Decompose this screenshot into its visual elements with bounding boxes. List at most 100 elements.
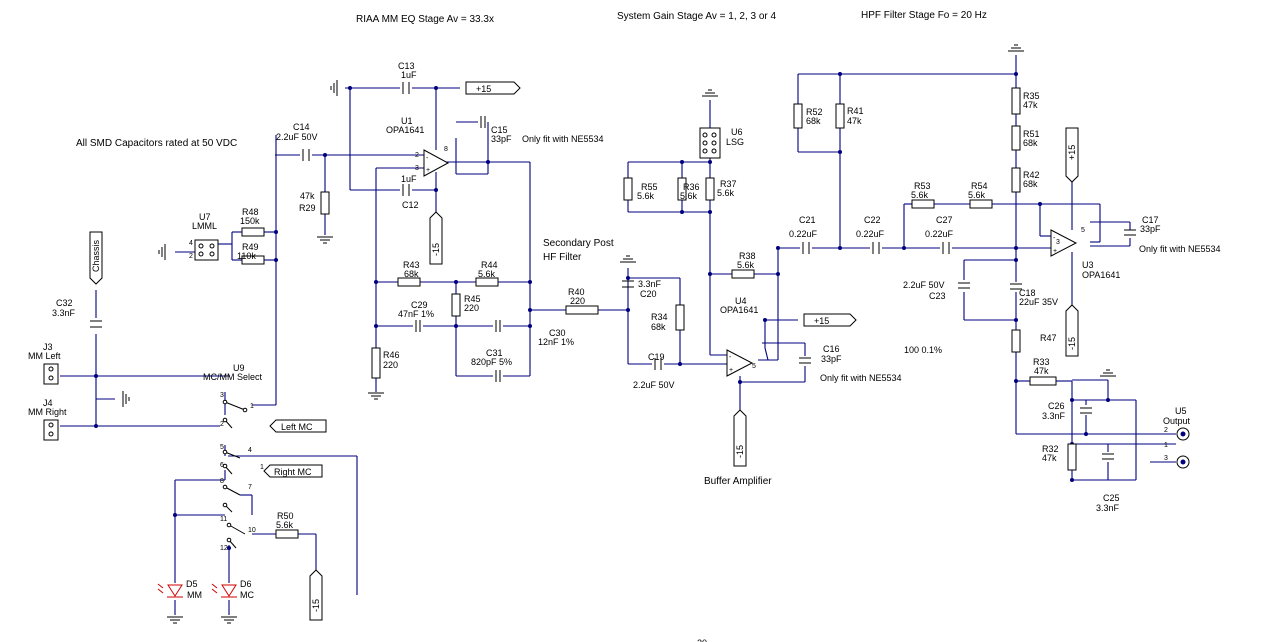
- component-ref: R48: [242, 207, 259, 217]
- component-ref: U9: [233, 363, 245, 373]
- capacitor-c20: 3.3nF C20: [622, 279, 662, 299]
- power-flag-minus15-r50: -15: [309, 569, 323, 621]
- input-select-wiring: [60, 231, 358, 615]
- pin-label: 3: [415, 165, 419, 172]
- component-value: 47k: [1023, 100, 1038, 110]
- capacitor-c29: C29 47nF 1%: [398, 300, 434, 332]
- component-ref: U1: [401, 116, 413, 126]
- junction-dots: [94, 72, 1110, 550]
- component-value: OPA1641: [386, 125, 424, 135]
- component-ref: C29: [411, 300, 428, 310]
- component-ref: C12: [402, 200, 419, 210]
- component-value: MM Right: [28, 407, 67, 417]
- resistor-r29: 47k R29: [299, 191, 330, 215]
- power-flag-plus15-u3: +15: [1065, 127, 1079, 183]
- resistor-r41: R41 47k: [835, 103, 864, 129]
- component-ref: C30: [549, 328, 566, 338]
- component-ref: C22: [864, 215, 881, 225]
- resistor-r38: R38 5.6k: [731, 251, 756, 279]
- component-value: 68k: [1023, 138, 1038, 148]
- chassis-label: Chassis: [91, 239, 101, 272]
- component-ref: R53: [914, 181, 931, 191]
- component-ref: U7: [199, 212, 211, 222]
- resistor-r46: R46 220: [371, 347, 400, 379]
- component-value: LMML: [192, 221, 217, 231]
- post-filter-label-line2: HF Filter: [543, 252, 582, 263]
- component-value: 1uF: [401, 70, 417, 80]
- capacitor-c14: C14 2.2uF 50V: [276, 122, 318, 161]
- resistor-r33: R33 47k: [1029, 357, 1057, 386]
- component-value: Output: [1163, 416, 1191, 426]
- component-ref: C21: [799, 215, 816, 225]
- opamp-u1: - + 8 2 3 U1 OPA1641: [386, 116, 450, 177]
- resistor-r34: R34 68k: [651, 304, 685, 332]
- component-ref: R36: [683, 182, 700, 192]
- pin-label: 11: [220, 516, 227, 523]
- component-value: 12nF 1%: [538, 337, 574, 347]
- resistor-r55: R55 5.6k: [623, 177, 658, 201]
- pin-label: 2: [415, 152, 419, 159]
- component-value: 68k: [806, 116, 821, 126]
- resistor-r49: R49 110k: [237, 242, 265, 265]
- component-value: OPA1641: [720, 305, 758, 315]
- capacitor-c22: C22 0.22uF: [856, 215, 885, 254]
- component-value: 68k: [651, 322, 666, 332]
- component-ref: R45: [464, 294, 481, 304]
- component-value: 220: [464, 303, 479, 313]
- component-value: 1uF: [401, 174, 417, 184]
- component-ref: C23: [929, 291, 946, 301]
- riaa-stage-wiring: [275, 87, 727, 405]
- power-label: +15: [1067, 145, 1077, 160]
- page-number: 20: [697, 638, 707, 642]
- component-value: 820pF 5%: [471, 357, 512, 367]
- buffer-amplifier-label: Buffer Amplifier: [704, 476, 772, 487]
- component-ref: U3: [1082, 260, 1094, 270]
- capacitor-c16: C16 33pF: [799, 344, 842, 364]
- component-value: 5.6k: [911, 190, 929, 200]
- component-value: 5.6k: [968, 190, 986, 200]
- resistor-r51: R51 68k: [1011, 125, 1040, 151]
- component-value: 47k: [1042, 453, 1057, 463]
- svg-text:+: +: [729, 367, 733, 374]
- component-ref: R44: [481, 260, 498, 270]
- component-ref: R33: [1033, 357, 1050, 367]
- component-value: 220: [570, 296, 585, 306]
- capacitor-c21: C21 0.22uF: [789, 215, 818, 254]
- component-value: 5.6k: [717, 188, 735, 198]
- component-ref: U5: [1175, 406, 1187, 416]
- pin-label: 4: [248, 447, 252, 454]
- component-value: 47k: [300, 191, 315, 201]
- power-label: -15: [311, 599, 321, 612]
- power-label: +15: [476, 84, 491, 94]
- pin-label: 2: [1164, 427, 1168, 434]
- opamp-u4: - + 5 U4 OPA1641: [720, 296, 758, 377]
- capacitor-c12: 1uF C12: [401, 174, 419, 210]
- pin-label: 7: [248, 484, 252, 491]
- svg-text:+: +: [1053, 248, 1057, 255]
- component-value: 33pF: [491, 134, 512, 144]
- component-value: 68k: [1023, 179, 1038, 189]
- capacitor-c23: 2.2uF 50V C23: [903, 280, 970, 301]
- component-ref: C13: [398, 61, 415, 71]
- smd-capacitor-note: All SMD Capacitors rated at 50 VDC: [76, 138, 237, 149]
- component-value: MC: [240, 590, 254, 600]
- component-value: 2.2uF 50V: [633, 380, 675, 390]
- component-ref: C15: [491, 125, 508, 135]
- power-flag-minus15-u4: -15: [733, 409, 747, 467]
- resistor-r48: R48 150k: [240, 207, 265, 237]
- pin-label: 4: [189, 240, 193, 247]
- component-value: 2.2uF 50V: [903, 280, 945, 290]
- component-value: 22uF 35V: [1019, 297, 1058, 307]
- component-value: 150k: [240, 216, 260, 226]
- resistor-r52: R52 68k: [793, 103, 823, 129]
- resistor-r40: R40 220: [565, 287, 599, 315]
- pin-label: 1: [1164, 442, 1168, 449]
- pin-label: 1: [250, 403, 254, 410]
- pin-label: 3: [1056, 239, 1060, 246]
- ground-symbols: [122, 44, 1117, 624]
- capacitor-c32: C32 3.3nF: [52, 298, 102, 328]
- component-ref: C19: [648, 352, 665, 362]
- pin-label: 6: [220, 462, 224, 469]
- resistor-r44: R44 5.6k: [475, 260, 499, 287]
